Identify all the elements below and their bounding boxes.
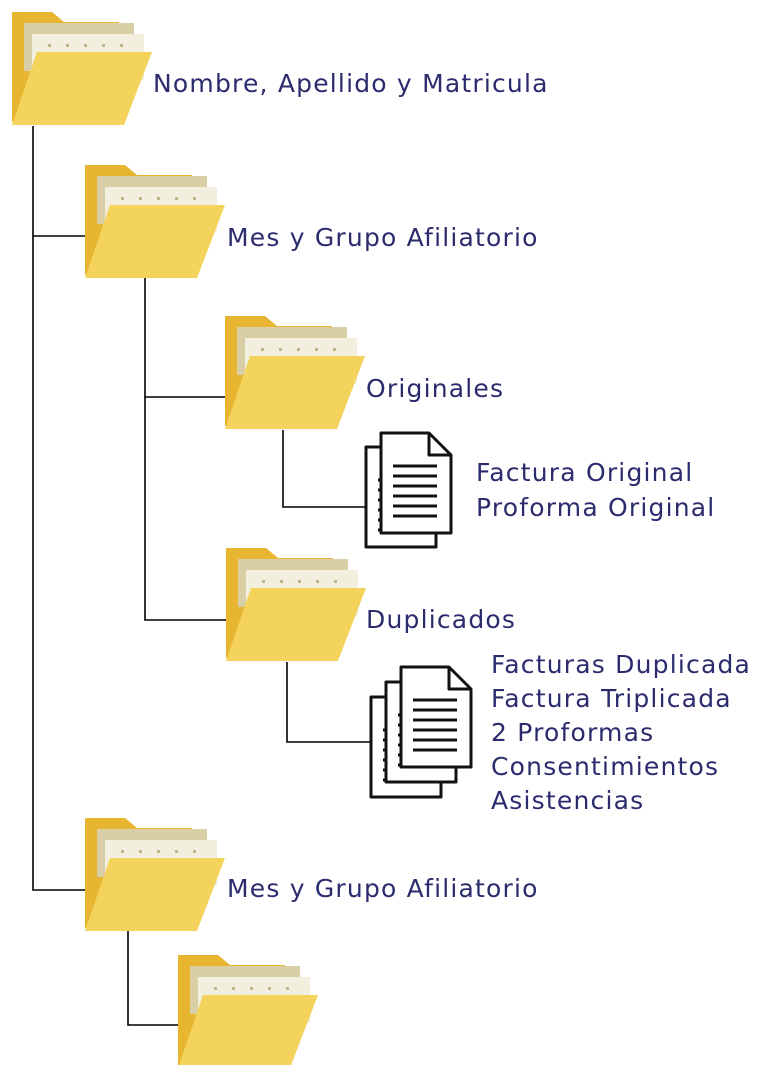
duplicados-document-list: Facturas Duplicada Factura Triplicada 2 … [491, 648, 751, 818]
document-name[interactable]: 2 Proformas [491, 718, 655, 747]
document-name[interactable]: Facturas Duplicada [491, 650, 752, 679]
originales-folder-label[interactable]: Originales [366, 374, 505, 403]
root-folder-label[interactable]: Nombre, Apellido y Matricula [153, 69, 549, 98]
duplicados-folder-label[interactable]: Duplicados [366, 605, 517, 634]
document-name[interactable]: Factura Original [476, 458, 694, 487]
originales-document-list: Factura Original Proforma Original [476, 455, 715, 525]
connector-duplicados-docs [286, 662, 372, 743]
document-stack-icon[interactable] [369, 665, 473, 799]
connector-month-group-1-children [144, 278, 227, 621]
folder-icon[interactable] [225, 316, 365, 429]
document-name[interactable]: Asistencias [491, 786, 645, 815]
folder-icon[interactable] [226, 548, 366, 661]
document-name[interactable]: Factura Triplicada [491, 684, 732, 713]
connector-originales-docs [282, 430, 368, 508]
document-name[interactable]: Consentimientos [491, 752, 720, 781]
folder-icon[interactable] [178, 955, 318, 1065]
document-name[interactable]: Proforma Original [476, 493, 716, 522]
tree-connectors [32, 126, 372, 1026]
month-group-folder-label[interactable]: Mes y Grupo Afiliatorio [227, 223, 539, 252]
month-group-folder-label[interactable]: Mes y Grupo Afiliatorio [227, 874, 539, 903]
folder-icon[interactable] [85, 165, 225, 278]
folder-icon[interactable] [12, 12, 152, 125]
connector-month-group-2-child [127, 928, 178, 1026]
folder-icon[interactable] [85, 818, 225, 931]
connector-root [32, 126, 86, 891]
document-stack-icon[interactable] [364, 431, 453, 549]
